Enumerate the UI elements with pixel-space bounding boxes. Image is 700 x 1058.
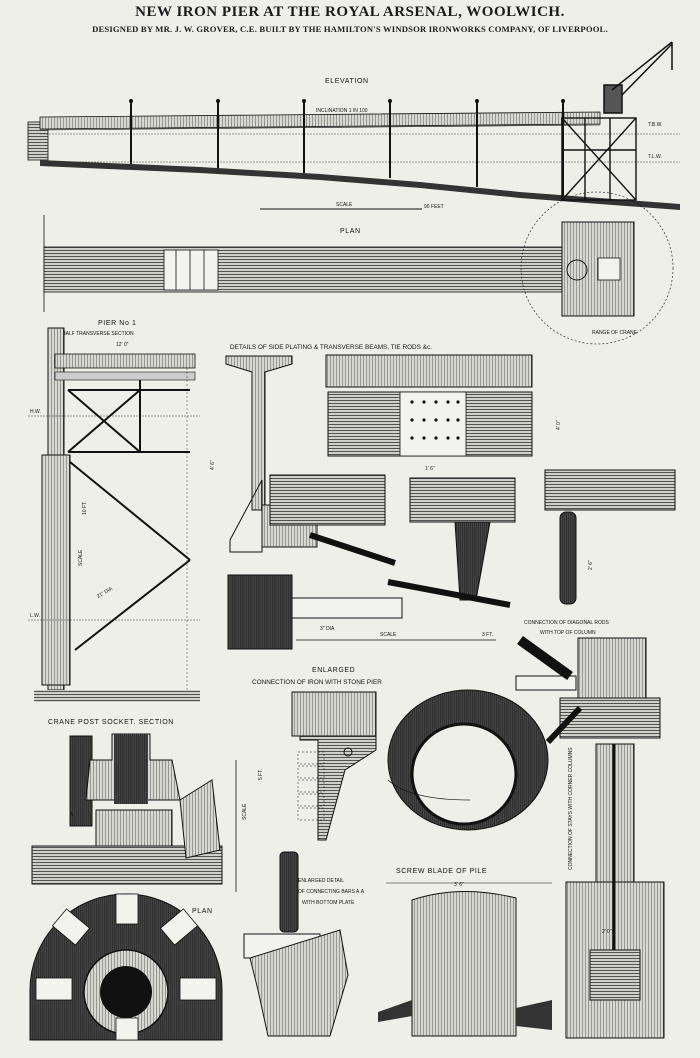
screw-ring — [387, 689, 549, 831]
screw-blade-of-pile: SCREW BLADE OF PILE 3' 6" — [378, 868, 552, 1037]
page-subtitle: DESIGNED BY MR. J. W. GROVER, C.E. BUILT… — [92, 24, 608, 34]
plan2-label: PLAN — [192, 908, 213, 915]
detail-scale-label: SCALE — [380, 632, 397, 638]
hw-label: H.W. — [30, 409, 41, 415]
plan-drawing: PLAN RANGE OF CRANE — [43, 191, 674, 345]
pier-scale-label: SCALE — [78, 549, 84, 566]
enlarged-detail-label-3: WITH BOTTOM PLATE — [302, 900, 355, 906]
elevation-scale-label: SCALE — [336, 202, 353, 208]
enlarged-label: ENLARGED — [312, 667, 355, 674]
plan-label: PLAN — [340, 228, 361, 235]
inclination-label: INCLINATION 1 IN 100 — [316, 108, 368, 114]
lw-label: L.W. — [30, 613, 40, 619]
ten-ft-label: 10 FT. — [82, 501, 88, 515]
three-ft-label: 3 FT. — [482, 632, 493, 638]
stays-corner-columns: CONNECTION OF STAYS WITH CORNER COLUMNS … — [565, 743, 665, 1039]
conn-diag-label-2: WITH TOP OF COLUMN — [540, 630, 596, 636]
diagonal-rods-connection: CONNECTION OF DIAGONAL RODS WITH TOP OF … — [515, 620, 661, 745]
dim-4-0-label: 4' 0" — [556, 420, 562, 430]
crane-socket-plan: PLAN — [29, 893, 223, 1041]
conn-iron-stone-label: CONNECTION OF IRON WITH STONE PIER — [252, 679, 382, 686]
tlw-label: T.L.W. — [648, 154, 662, 160]
dia-21-label: 21" DIA — [96, 586, 114, 600]
dim-12-label: 12' 0" — [116, 342, 129, 348]
dim-4-6-label: 4' 6" — [210, 460, 216, 470]
dim-3-6-label: 3' 6" — [454, 882, 464, 888]
page-title: NEW IRON PIER AT THE ROYAL ARSENAL, WOOL… — [135, 4, 565, 20]
pier-half-transverse-section: PIER No 1 HALF TRANSVERSE SECTION 12' 0"… — [28, 320, 200, 702]
range-of-crane-label: RANGE OF CRANE — [592, 330, 638, 336]
crane-post-socket: CRANE POST SOCKET. SECTION A SCALE 5 FT. — [31, 719, 264, 892]
socket-scale-label: SCALE — [242, 803, 248, 820]
a-label: A — [70, 812, 74, 818]
crane-post-label: CRANE POST SOCKET. SECTION — [48, 719, 174, 726]
stone-pier-connection: ENLARGED CONNECTION OF IRON WITH STONE P… — [252, 667, 382, 841]
dim-2-0-label: 2' 0" — [602, 929, 612, 935]
five-ft-label: 5 FT. — [258, 769, 264, 780]
connecting-bars-detail: ENLARGED DETAIL OF CONNECTING BARS A.A W… — [243, 851, 365, 1037]
conn-diag-label-1: CONNECTION OF DIAGONAL RODS — [524, 620, 609, 626]
side-plating-label: DETAILS OF SIDE PLATING & TRANSVERSE BEA… — [230, 344, 432, 351]
elevation-label: ELEVATION — [325, 78, 369, 85]
enlarged-detail-label-1: ENLARGED DETAIL — [298, 878, 344, 884]
ninety-feet-label: 90 FEET — [424, 204, 444, 210]
tbw-label: T.B.W. — [648, 122, 662, 128]
side-plating-details: DETAILS OF SIDE PLATING & TRANSVERSE BEA… — [210, 344, 676, 650]
dim-1-6-label: 1' 6" — [425, 466, 435, 472]
screw-blade-label: SCREW BLADE OF PILE — [396, 868, 487, 875]
dim-2-6-label: 2' 6" — [588, 560, 594, 570]
dia-3-label: 3" DIA — [320, 626, 335, 632]
enlarged-detail-label-2: OF CONNECTING BARS A.A — [298, 889, 365, 895]
conn-stays-label: CONNECTION OF STAYS WITH CORNER COLUMNS — [568, 747, 574, 870]
half-transverse-label: HALF TRANSVERSE SECTION — [62, 331, 134, 337]
pier-no1-label: PIER No 1 — [98, 320, 136, 327]
elevation-drawing: ELEVATION INCLINATION 1 IN 100 T.B.W. T.… — [27, 41, 680, 210]
